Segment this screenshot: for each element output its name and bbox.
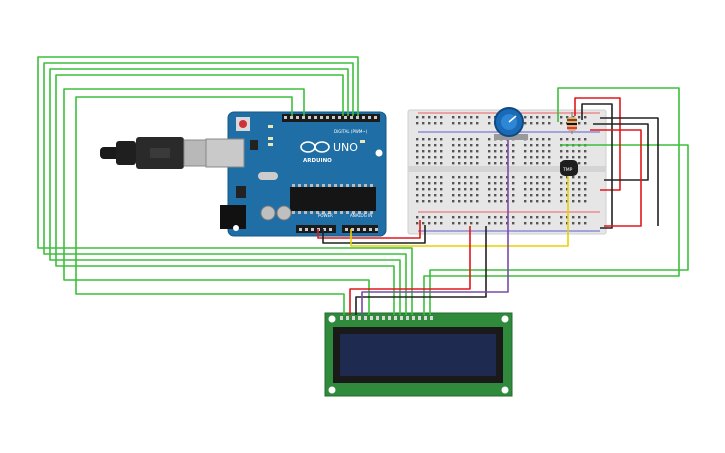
header-pin [350,116,353,119]
wire-black [593,123,649,181]
lcd-pin [412,316,415,320]
lcd-pin [388,316,391,320]
wire-green [429,144,689,315]
wire-green [423,87,680,315]
status-led [268,125,273,128]
header-pin [368,116,371,119]
lcd-pin [346,316,349,320]
wire-red [349,226,471,315]
lcd-pin [376,316,379,320]
digital-header-label: DIGITAL (PWM~) [334,129,368,134]
lcd-pin [352,316,355,320]
wire-green [37,56,413,315]
reset-button[interactable] [239,120,247,128]
header-pin [314,116,317,119]
arduino-uno-board: ARDUINO UNO DIGITAL (PWM~) POWER ANALOG … [205,111,387,237]
lcd-pin [358,316,361,320]
header-pin [284,116,287,119]
status-led [268,137,273,140]
header-pin [296,116,299,119]
wire-green [43,62,407,315]
header-pin [308,116,311,119]
header-pin [320,116,323,119]
atmega-chip [290,187,376,211]
arduino-model-label: UNO [333,141,358,154]
wire-green [49,68,401,315]
analog-header-label: ANALOG IN [350,213,372,218]
arduino-brand-label: ARDUINO [303,158,332,164]
header-pin [338,116,341,119]
lcd-pin [406,316,409,320]
wire-purple [361,140,509,315]
wire-green [75,96,345,315]
header-pin [369,228,372,231]
usb-cable [100,137,217,169]
temperature-sensor-label: TMP [562,167,573,173]
power-pin-header [296,225,336,233]
temperature-sensor: TMP [560,160,578,176]
header-pin [311,228,314,231]
header-pin [323,228,326,231]
header-pin [344,116,347,119]
header-pin [290,116,293,119]
wire-black [322,225,426,244]
wire-black [355,226,487,315]
header-pin [357,228,360,231]
header-pin [299,228,302,231]
lcd-display-16x2 [324,312,513,397]
lcd-pin [424,316,427,320]
header-pin [302,116,305,119]
header-pin [363,228,366,231]
lcd-pin [394,316,397,320]
lcd-screen [340,334,496,376]
wire-yellow [350,172,569,247]
digital-pin-header [282,114,380,122]
wires [37,56,689,315]
header-pin [362,116,365,119]
header-pin [326,116,329,119]
header-pin [345,228,348,231]
mounting-hole [375,149,383,157]
header-pin [305,228,308,231]
lcd-pin [400,316,403,320]
lcd-pin [370,316,373,320]
header-pin [351,228,354,231]
lcd-pin [418,316,421,320]
wire-red [590,129,642,227]
lcd-pin [340,316,343,320]
header-pin [375,228,378,231]
breadboard [407,109,607,235]
header-pin [332,116,335,119]
mounting-hole [233,225,239,231]
status-led [268,143,273,146]
wire-green [55,74,395,315]
wire-black [581,103,613,229]
power-header-label: POWER [318,213,333,218]
lcd-pin [382,316,385,320]
header-pin [356,116,359,119]
header-pin [329,228,332,231]
lcd-pin [430,316,433,320]
wire-black [600,117,659,226]
wire-green [63,88,370,315]
header-pin [374,116,377,119]
wire-red [317,220,421,239]
status-led [360,140,365,143]
lcd-pin [364,316,367,320]
resistor [567,112,577,134]
arduino-logo-icon [300,141,330,153]
wire-red [574,97,621,191]
potentiometer[interactable] [494,107,528,140]
